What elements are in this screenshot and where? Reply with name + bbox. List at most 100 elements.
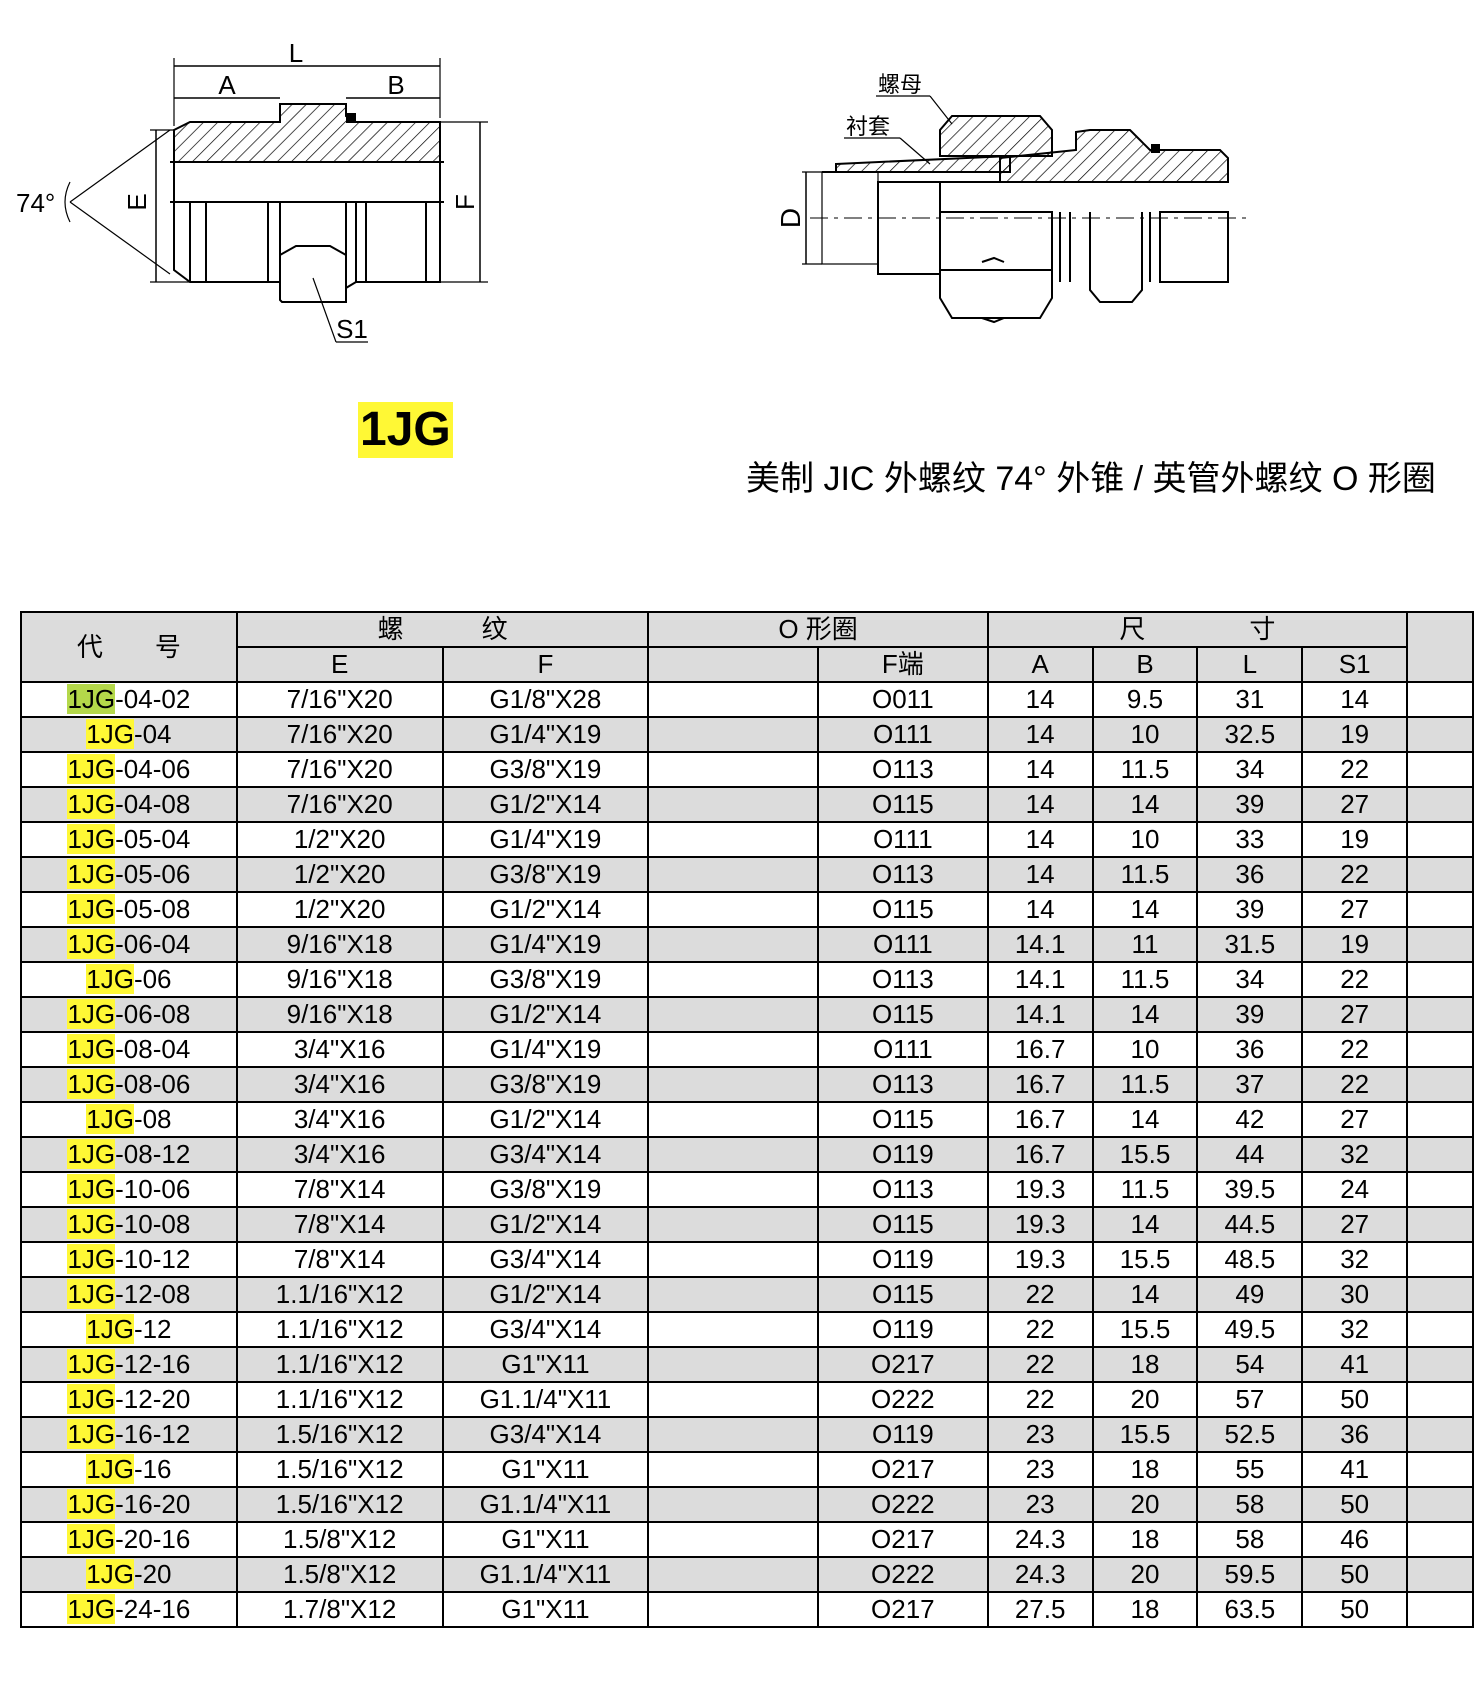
- code-prefix-highlight: 1JG: [67, 754, 116, 784]
- cell-oring: O111: [816, 926, 989, 963]
- cell-blank: [1406, 1521, 1474, 1558]
- code-prefix-highlight: 1JG: [86, 1559, 134, 1589]
- cell-S1: 27: [1301, 1206, 1409, 1243]
- cell-E: 1.1/16"X12: [235, 1381, 444, 1418]
- code-prefix-highlight: 1JG: [86, 964, 134, 994]
- code-suffix: -08-04: [115, 1034, 191, 1064]
- cell-code: 1JG-12-08: [20, 1276, 238, 1313]
- code-suffix: -08-12: [115, 1139, 191, 1169]
- cell-oring-blank: [647, 1241, 819, 1278]
- cell-S1: 19: [1301, 716, 1409, 753]
- cell-F: G1"X11: [441, 1591, 650, 1628]
- cell-S1: 19: [1301, 821, 1409, 858]
- code-suffix: -10-08: [115, 1209, 191, 1239]
- code-suffix: -12: [133, 1314, 172, 1344]
- cell-B: 15.5: [1091, 1416, 1199, 1453]
- cell-oring: O113: [816, 751, 989, 788]
- dim-D-label: D: [775, 208, 806, 228]
- cell-A: 27.5: [986, 1591, 1094, 1628]
- cell-code: 1JG-16: [20, 1451, 238, 1488]
- cell-E: 3/4"X16: [235, 1031, 444, 1068]
- cell-A: 22: [986, 1381, 1094, 1418]
- cell-oring-blank: [647, 1346, 819, 1383]
- cell-L: 44.5: [1196, 1206, 1304, 1243]
- cell-A: 16.7: [986, 1066, 1094, 1103]
- product-subtitle: 美制 JIC 外螺纹 74° 外锥 / 英管外螺纹 O 形圈: [746, 460, 1436, 498]
- header-L: L: [1196, 646, 1304, 683]
- cell-B: 18: [1091, 1591, 1199, 1628]
- cell-E: 1.1/16"X12: [235, 1276, 444, 1313]
- cell-B: 14: [1091, 1206, 1199, 1243]
- cell-L: 44: [1196, 1136, 1304, 1173]
- cell-code: 1JG-16-12: [20, 1416, 238, 1453]
- code-prefix-highlight: 1JG: [67, 894, 116, 924]
- cell-oring: O011: [816, 681, 989, 718]
- cell-A: 16.7: [986, 1031, 1094, 1068]
- cell-code: 1JG-06-04: [20, 926, 238, 963]
- cell-F: G1"X11: [441, 1346, 650, 1383]
- cell-blank: [1406, 1451, 1474, 1488]
- cell-F: G1.1/4"X11: [441, 1486, 650, 1523]
- cell-oring: O113: [816, 1171, 989, 1208]
- cell-E: 3/4"X16: [235, 1066, 444, 1103]
- cell-blank: [1406, 1066, 1474, 1103]
- cell-F: G3/4"X14: [441, 1241, 650, 1278]
- cell-S1: 27: [1301, 1101, 1409, 1138]
- cell-F: G3/8"X19: [441, 856, 650, 893]
- code-prefix-highlight: 1JG: [67, 1279, 116, 1309]
- cell-code: 1JG-05-08: [20, 891, 238, 928]
- cell-blank: [1406, 681, 1474, 718]
- code-suffix: -05-08: [115, 894, 191, 924]
- cell-L: 34: [1196, 751, 1304, 788]
- code-suffix: -16-20: [115, 1489, 191, 1519]
- cell-A: 14.1: [986, 996, 1094, 1033]
- cell-F: G3/4"X14: [441, 1136, 650, 1173]
- cell-oring-blank: [647, 1451, 819, 1488]
- cell-oring-blank: [647, 1031, 819, 1068]
- cell-F: G1/2"X14: [441, 891, 650, 928]
- cell-L: 39.5: [1196, 1171, 1304, 1208]
- cell-A: 14: [986, 821, 1094, 858]
- dim-L-label: L: [289, 38, 303, 68]
- cell-A: 23: [986, 1416, 1094, 1453]
- cell-blank: [1406, 1416, 1474, 1453]
- cell-oring: O119: [816, 1241, 989, 1278]
- cell-code: 1JG-04: [20, 716, 238, 753]
- code-prefix-highlight: 1JG: [67, 859, 116, 889]
- cell-oring: O115: [816, 1206, 989, 1243]
- cell-oring: O115: [816, 891, 989, 928]
- code-prefix-highlight: 1JG: [67, 1034, 116, 1064]
- cell-L: 42: [1196, 1101, 1304, 1138]
- cell-F: G1/4"X19: [441, 716, 650, 753]
- cell-oring-blank: [647, 751, 819, 788]
- cell-blank: [1406, 961, 1474, 998]
- code-prefix-highlight: 1JG: [67, 1419, 116, 1449]
- cell-oring-blank: [647, 1416, 819, 1453]
- code-prefix-highlight: 1JG: [67, 1139, 116, 1169]
- cell-code: 1JG-08-06: [20, 1066, 238, 1103]
- cell-oring-blank: [647, 1066, 819, 1103]
- cell-code: 1JG-16-20: [20, 1486, 238, 1523]
- cell-A: 19.3: [986, 1171, 1094, 1208]
- cell-F: G1/2"X14: [441, 996, 650, 1033]
- cell-blank: [1406, 751, 1474, 788]
- cell-oring: O119: [816, 1136, 989, 1173]
- cell-A: 14: [986, 681, 1094, 718]
- code-suffix: -12-20: [115, 1384, 191, 1414]
- cell-code: 1JG-04-02: [20, 681, 238, 718]
- cell-A: 19.3: [986, 1206, 1094, 1243]
- cell-oring-blank: [647, 786, 819, 823]
- cell-B: 14: [1091, 1276, 1199, 1313]
- cell-B: 11.5: [1091, 961, 1199, 998]
- cell-S1: 32: [1301, 1136, 1409, 1173]
- cell-oring-blank: [647, 821, 819, 858]
- dim-F-label: F: [450, 194, 480, 210]
- code-suffix: -06-08: [115, 999, 191, 1029]
